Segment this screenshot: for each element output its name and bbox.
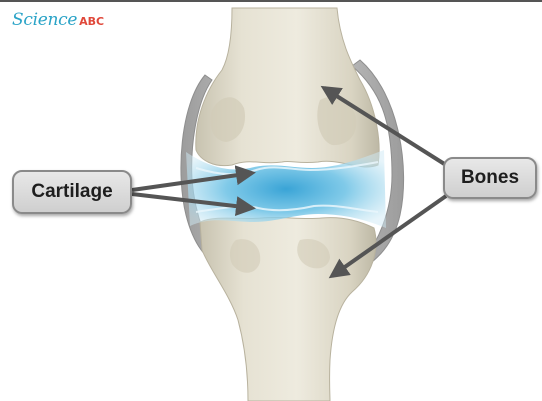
logo-script-text: Science [12,10,77,30]
logo-abc-text: ABC [79,15,104,28]
science-abc-logo: Science ABC [12,10,104,30]
bones-label: Bones [461,167,519,189]
cartilage-label: Cartilage [31,181,112,203]
bones-callout: Bones [443,157,537,199]
tibia-bone [200,217,376,401]
cartilage-callout: Cartilage [12,170,132,214]
femur-bone [196,8,379,167]
